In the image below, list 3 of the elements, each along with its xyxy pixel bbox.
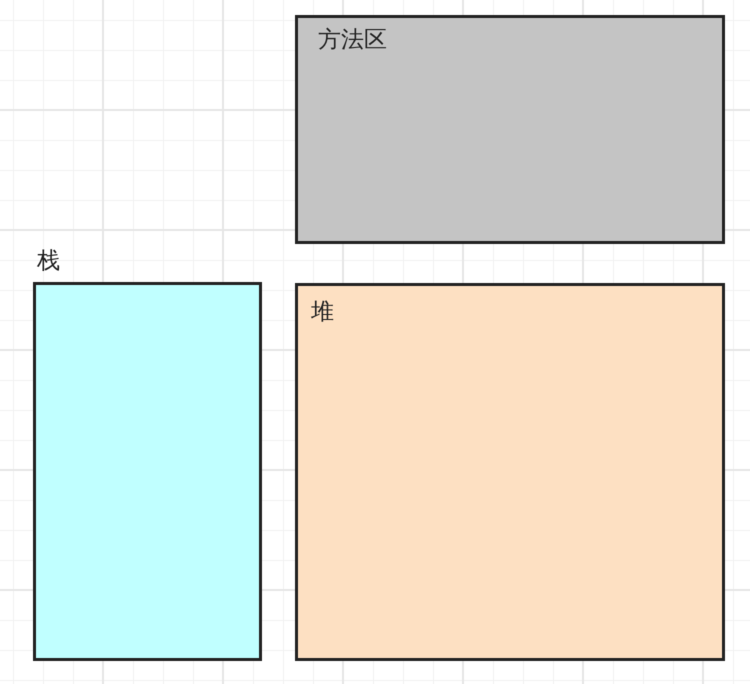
area-heading: 方法区 (318, 28, 387, 54)
area-heading: 堆 (311, 300, 334, 326)
area-heading: 栈 (37, 249, 60, 274)
